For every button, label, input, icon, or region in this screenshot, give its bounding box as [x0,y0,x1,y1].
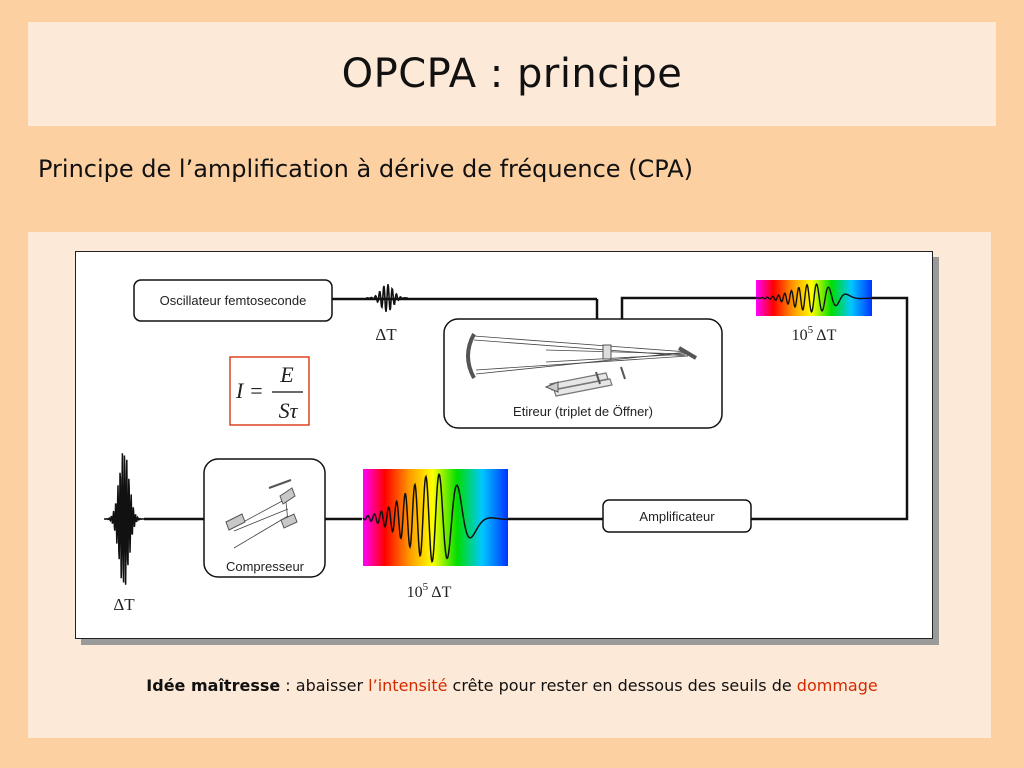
stretcher-box: Etireur (triplet de Öffner) [443,318,723,429]
amplifier-box: Amplificateur [602,499,752,533]
slide-title: OPCPA : principe [341,51,683,97]
title-bar: OPCPA : principe [28,22,996,126]
note-bold: Idée maîtresse [146,676,281,695]
formula-denominator: Sτ [279,398,299,423]
short-pulse-top [366,284,408,312]
delta-t-bottom: ΔT [113,595,135,614]
oscillator-label: Oscillateur femtoseconde [160,293,307,308]
amplifier-label: Amplificateur [639,509,715,524]
stretched-label-top: 105 ΔT [792,324,837,344]
formula-lhs: I = [235,378,264,403]
delta-t-top: ΔT [375,325,397,344]
cpa-diagram: Oscillateur femtoseconde ΔT [75,251,933,639]
compressor-label: Compresseur [226,559,305,574]
key-idea-note: Idée maîtresse : abaisser l’intensité cr… [0,676,1024,695]
note-highlight-damage: dommage [796,676,878,695]
stretched-pulse-bottom [362,469,508,566]
note-part2: crête pour rester en dessous des seuils … [447,676,797,695]
note-part1: : abaisser [280,676,369,695]
formula-numerator: E [279,362,294,387]
compressed-pulse [104,453,144,585]
stretched-label-bottom: 105 ΔT [407,581,452,601]
stretcher-label: Etireur (triplet de Öffner) [513,404,653,419]
oscillator-box: Oscillateur femtoseconde [133,279,333,322]
note-highlight-intensity: l’intensité [368,676,448,695]
slide-subtitle: Principe de l’amplification à dérive de … [38,155,693,183]
intensity-formula: I = E Sτ [229,356,310,426]
stretched-pulse-top [755,280,872,316]
compressor-box: Compresseur [203,458,326,578]
